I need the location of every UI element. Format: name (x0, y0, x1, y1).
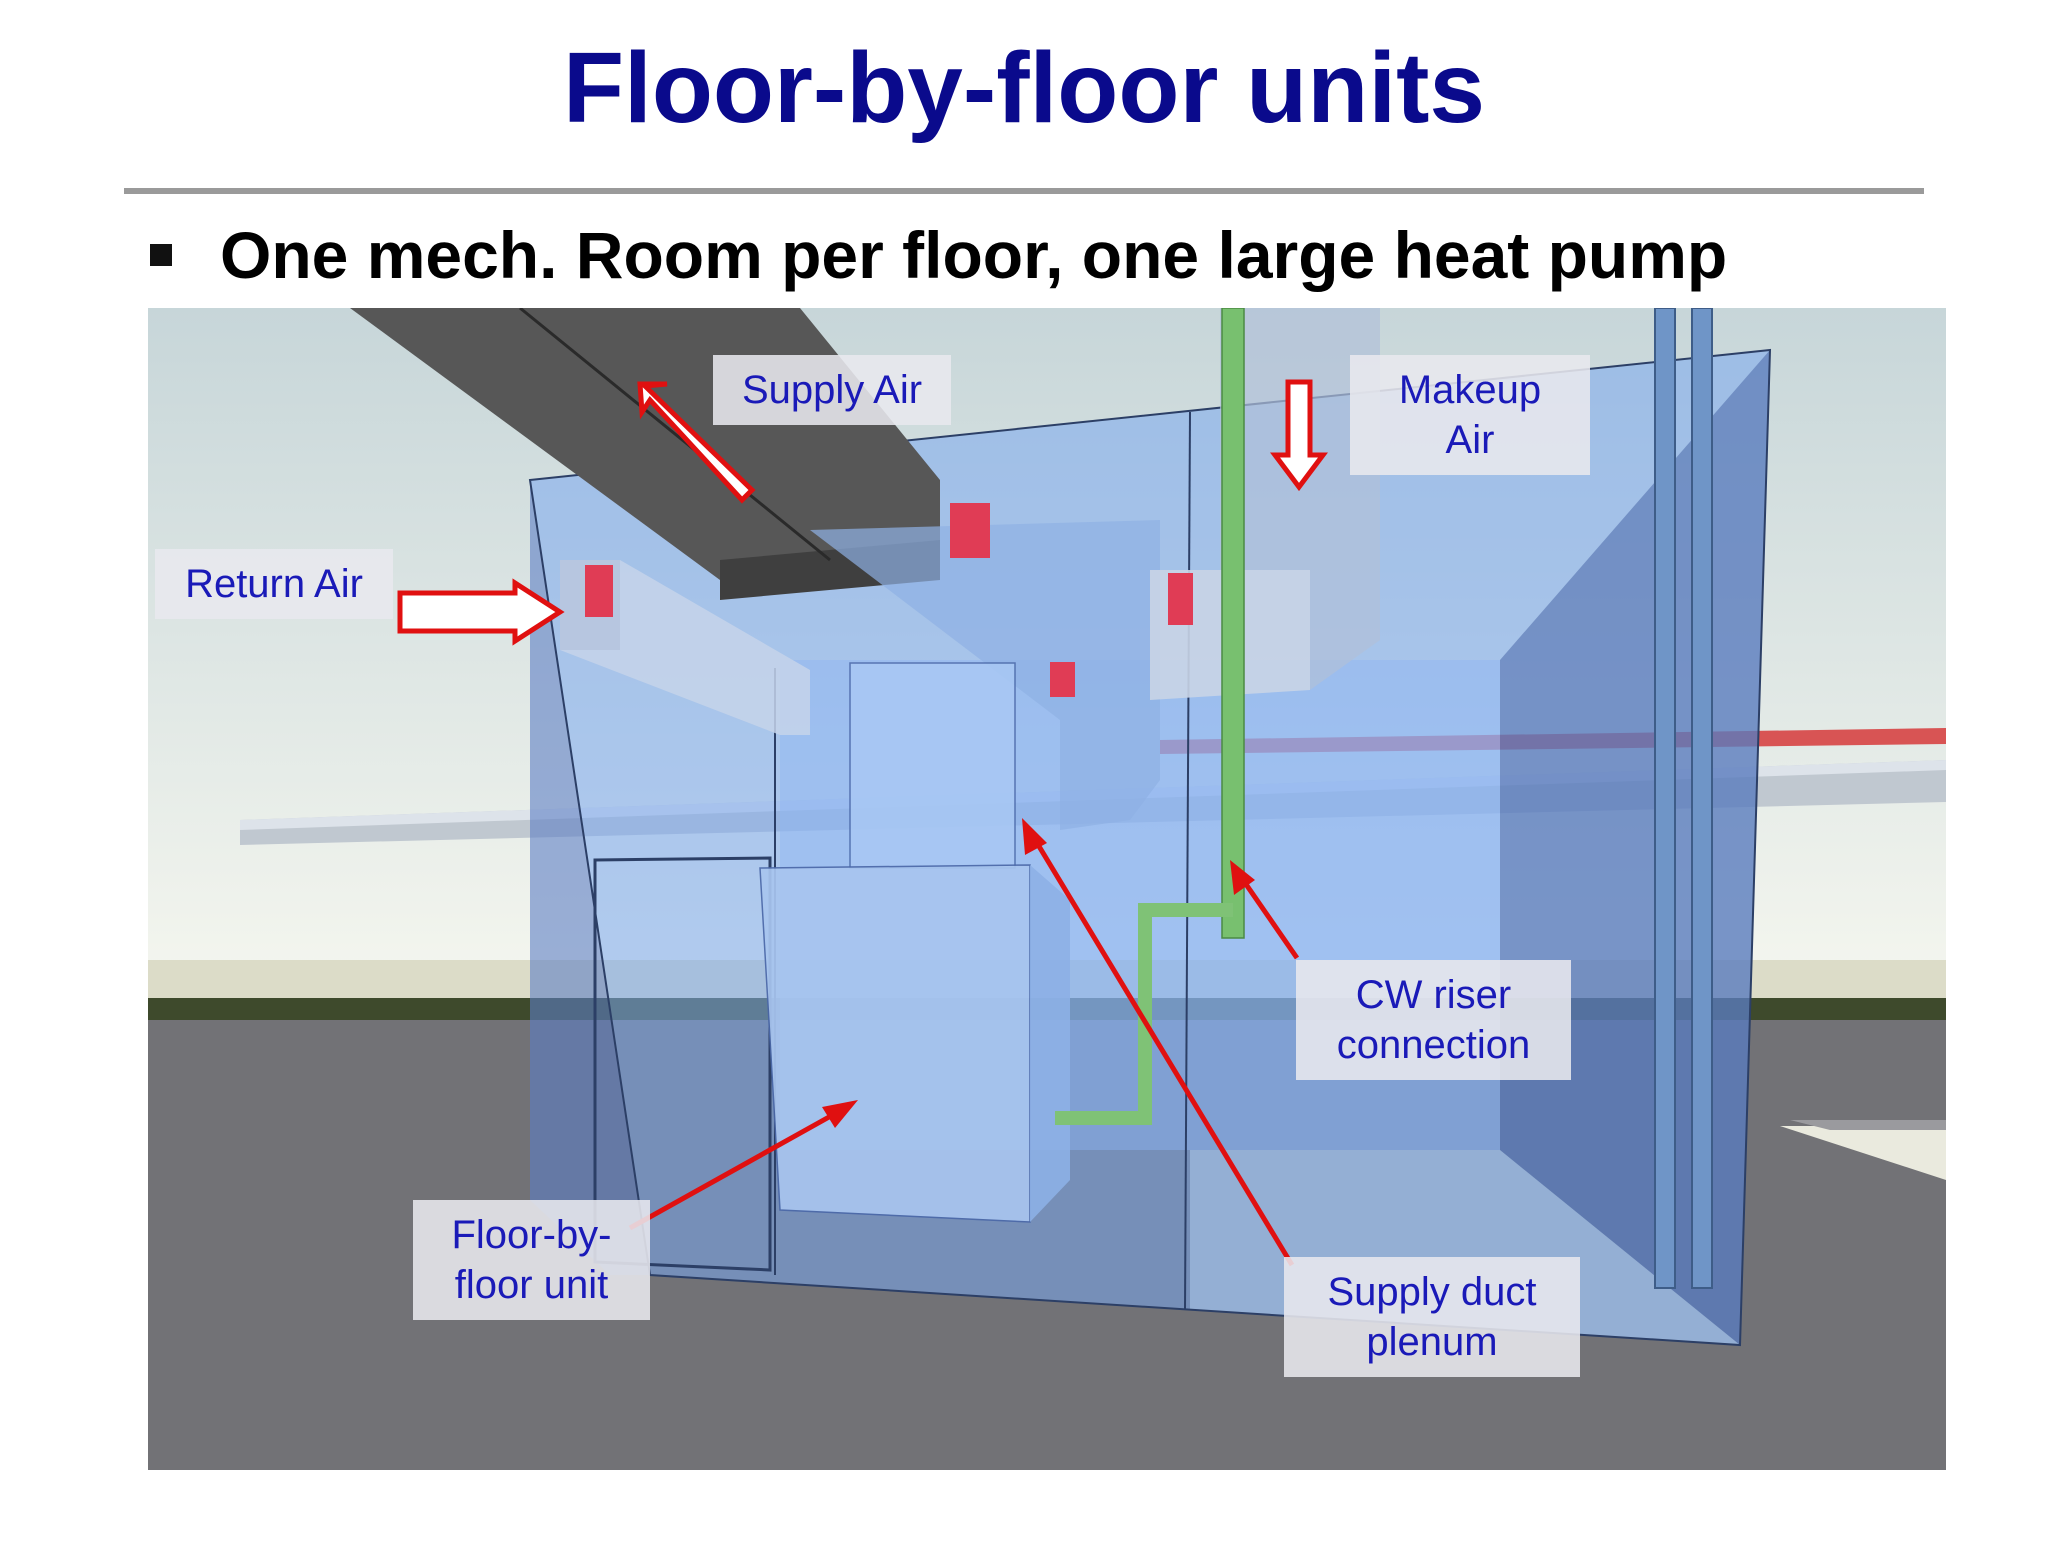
label-floor-by-floor-unit: Floor-by- floor unit (413, 1200, 650, 1320)
bullet-text: One mech. Room per floor, one large heat… (220, 218, 1728, 292)
title-divider (124, 188, 1924, 194)
mechanical-room-diagram (148, 308, 1946, 1470)
label-cw-riser-connection: CW riser connection (1296, 960, 1571, 1080)
chilled-water-riser (1055, 308, 1245, 1125)
slide-title: Floor-by-floor units (562, 32, 1486, 144)
flow-arrow-return-air (397, 578, 565, 646)
damper-markers (585, 503, 1193, 697)
label-makeup-air: Makeup Air (1350, 355, 1590, 475)
label-return-air: Return Air (155, 549, 393, 619)
flow-arrow-makeup-air (1270, 379, 1328, 492)
flow-arrow-supply-air (637, 381, 756, 504)
bullet-square-icon (150, 244, 172, 266)
callout-arrows (628, 818, 1300, 1267)
label-supply-duct-plenum: Supply duct plenum (1284, 1257, 1580, 1377)
label-supply-air: Supply Air (713, 355, 951, 425)
vertical-pipes (1654, 308, 1713, 1289)
bullet-item: One mech. Room per floor, one large heat… (150, 215, 1727, 295)
floor-by-floor-unit (759, 662, 1070, 1223)
